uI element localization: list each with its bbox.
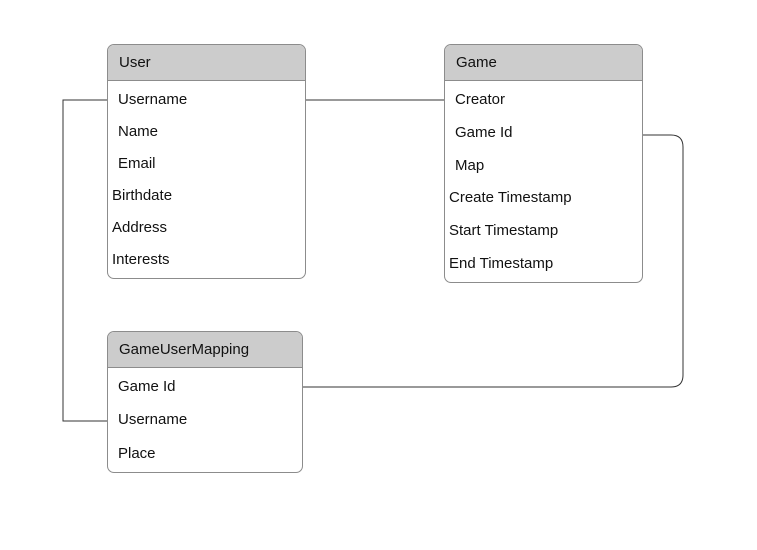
field-game-map: Map [455, 156, 485, 174]
entity-game-title: Game [456, 54, 497, 71]
entity-gameusermapping-body: Game Id Username Place [108, 368, 302, 472]
field-user-address: Address [112, 219, 168, 237]
entity-user-body: Username Name Email Birthdate Address In… [108, 81, 305, 278]
field-gum-game-id: Game Id [118, 378, 176, 396]
field-gum-username: Username [118, 411, 188, 429]
field-game-start-timestamp: Start Timestamp [449, 222, 559, 240]
connector-user-gameusermapping[interactable] [62, 99, 107, 422]
field-gum-place: Place [118, 444, 156, 462]
entity-user-header: User [108, 45, 305, 81]
entity-game-body: Creator Game Id Map Create Timestamp Sta… [445, 81, 642, 282]
field-game-game-id: Game Id [455, 123, 513, 141]
entity-user[interactable]: User Username Name Email Birthdate Addre… [107, 44, 306, 279]
entity-game-header: Game [445, 45, 642, 81]
field-user-email: Email [118, 154, 156, 172]
entity-game[interactable]: Game Creator Game Id Map Create Timestam… [444, 44, 643, 283]
entity-gameusermapping[interactable]: GameUserMapping Game Id Username Place [107, 331, 303, 473]
field-user-name: Name [118, 122, 159, 140]
entity-gameusermapping-title: GameUserMapping [119, 341, 250, 358]
entity-gameusermapping-header: GameUserMapping [108, 332, 302, 368]
field-user-username: Username [118, 90, 188, 108]
field-user-interests: Interests [112, 251, 170, 269]
field-user-birthdate: Birthdate [112, 187, 173, 205]
entity-user-title: User [119, 54, 151, 71]
field-game-end-timestamp: End Timestamp [449, 255, 554, 273]
field-game-create-timestamp: Create Timestamp [449, 189, 572, 207]
field-game-creator: Creator [455, 90, 506, 108]
connector-game-gameusermapping[interactable] [303, 134, 684, 388]
